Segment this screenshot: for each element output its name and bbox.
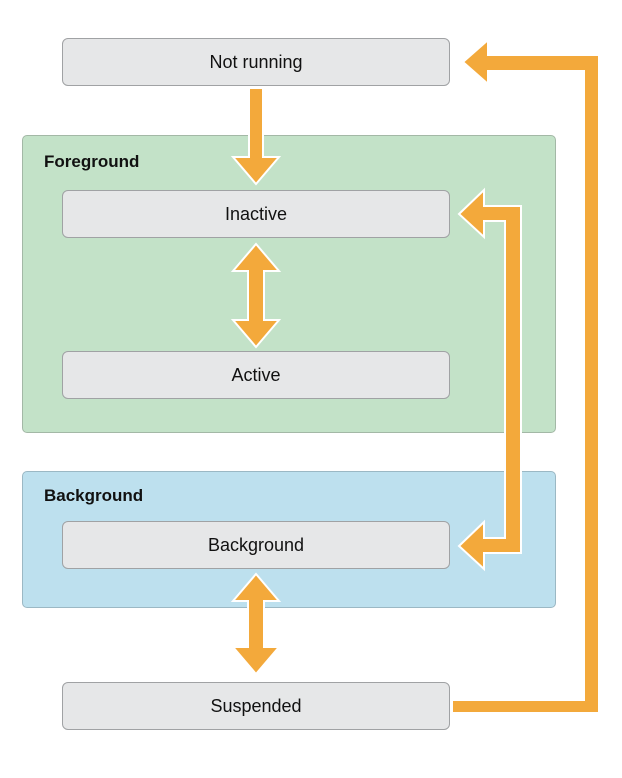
state-suspended: Suspended [62, 682, 450, 730]
background-region-label: Background [44, 486, 144, 505]
state-active-label: Active [231, 364, 281, 385]
arrow-inactive-background [457, 187, 522, 572]
state-inactive-label: Inactive [224, 203, 288, 224]
foreground-region-label: Foreground [44, 152, 140, 171]
state-not-running: Not running [62, 38, 450, 86]
arrow-background-suspended [230, 572, 282, 676]
state-inactive: Inactive [62, 190, 450, 238]
state-suspended-label: Suspended [210, 695, 302, 716]
state-active: Active [62, 351, 450, 399]
arrow-inactive-active [230, 242, 282, 349]
arrow-not-running-to-inactive [230, 87, 282, 186]
arrow-suspended-to-not-running [451, 37, 600, 714]
state-background: Background [62, 521, 450, 569]
state-not-running-label: Not running [209, 51, 303, 72]
state-background-label: Background [207, 534, 305, 555]
